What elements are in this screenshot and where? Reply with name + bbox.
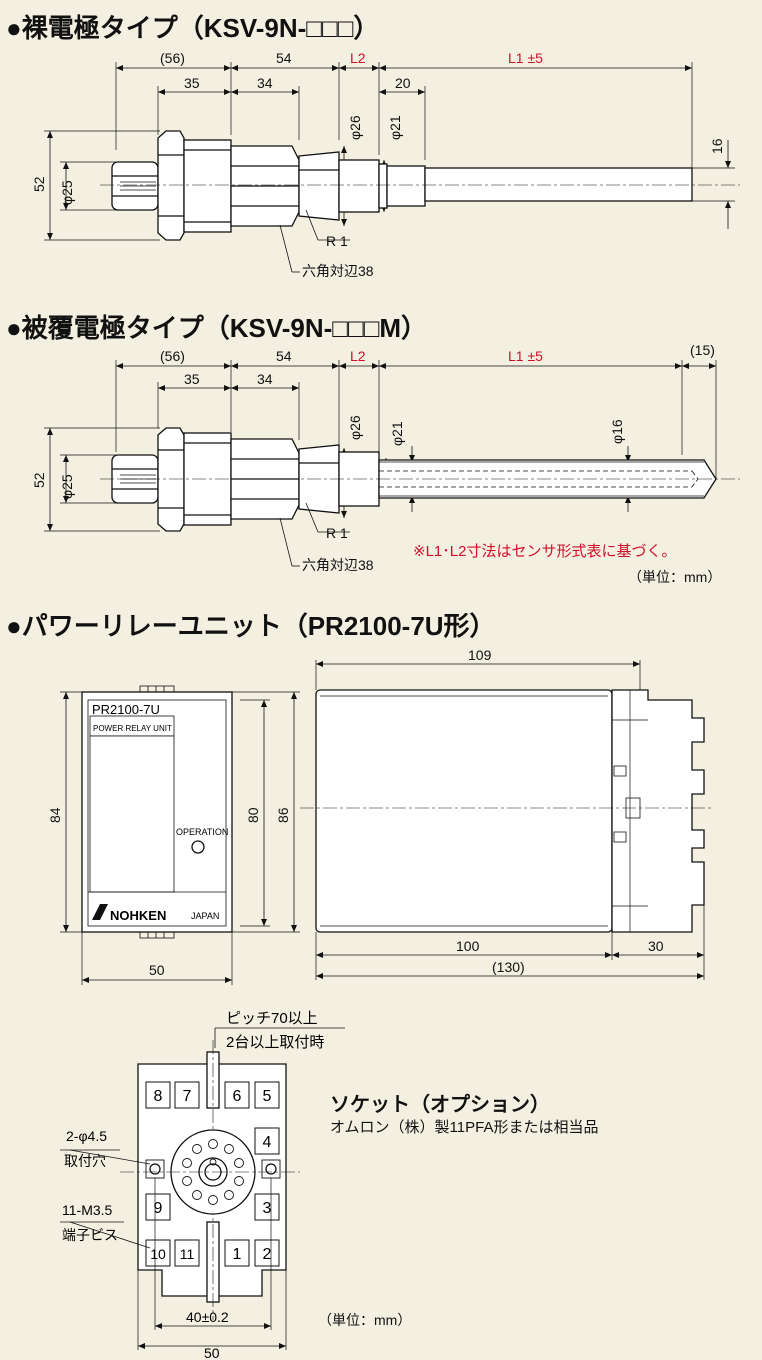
socket-pitch-label: ピッチ70以上 bbox=[226, 1010, 318, 1027]
socket-dim-50: 50 bbox=[204, 1345, 220, 1360]
unit-label-bottom: （単位：mm） bbox=[318, 1312, 412, 1328]
socket-dimension-labels: ピッチ70以上 2台以上取付時 2-φ4.5 取付穴 11-M3.5 端子ビス … bbox=[62, 1010, 324, 1360]
relay-dim-50: 50 bbox=[149, 962, 165, 978]
socket-terminal-3: 3 bbox=[263, 1200, 272, 1217]
socket-description: オムロン（株）製11PFA形または相当品 bbox=[330, 1119, 599, 1136]
bare-dim-phi21: φ21 bbox=[387, 115, 403, 140]
socket-title: ソケット（オプション） bbox=[330, 1094, 550, 1116]
relay-dim-30: 30 bbox=[648, 938, 664, 954]
coated-dim-phi21: φ21 bbox=[389, 421, 405, 446]
relay-dim-80: 80 bbox=[245, 807, 261, 823]
relay-operation-label: OPERATION bbox=[176, 827, 228, 837]
bare-dimension-labels: (56) 54 L2 L1 ±5 35 34 20 52 φ25 φ26 φ21… bbox=[31, 50, 725, 279]
bare-electrode-drawing bbox=[44, 62, 740, 273]
bare-dim-52: 52 bbox=[31, 176, 47, 192]
socket-terminal-5: 5 bbox=[263, 1088, 272, 1105]
socket-pitch-note: 2台以上取付時 bbox=[226, 1034, 324, 1051]
bare-dim-r1: R 1 bbox=[326, 233, 348, 249]
relay-subtitle-label: POWER RELAY UNIT bbox=[93, 724, 172, 733]
relay-model-label: PR2100-7U bbox=[92, 702, 160, 717]
coated-dim-15: (15) bbox=[690, 342, 715, 358]
coated-dim-hex: 六角対辺38 bbox=[302, 557, 374, 573]
socket-screw-note: 端子ビス bbox=[62, 1227, 118, 1243]
coated-dim-35: 35 bbox=[184, 371, 200, 387]
socket-screw-label: 11-M3.5 bbox=[62, 1202, 113, 1218]
relay-front-labels: PR2100-7U POWER RELAY UNIT OPERATION NOH… bbox=[47, 702, 291, 978]
coated-electrode-title: ●被覆電極タイプ（KSV-9N-□□□M） bbox=[6, 313, 428, 343]
coated-dim-52: 52 bbox=[31, 472, 47, 488]
coated-dim-56: (56) bbox=[160, 348, 185, 364]
relay-brand-logo: NOHKEN bbox=[110, 908, 166, 923]
coated-dimension-labels: (56) 54 L2 L1 ±5 (15) 35 34 52 φ25 φ26 φ… bbox=[31, 342, 715, 573]
bare-dim-hex: 六角対辺38 bbox=[302, 263, 374, 279]
bare-dim-16: 16 bbox=[709, 138, 725, 154]
bare-dim-34: 34 bbox=[257, 75, 273, 91]
bare-dim-phi25: φ25 bbox=[59, 180, 75, 205]
coated-dim-l2: L2 bbox=[350, 348, 366, 364]
coated-dim-54: 54 bbox=[276, 348, 292, 364]
bare-dim-phi26: φ26 bbox=[347, 115, 363, 140]
coated-electrode-drawing bbox=[44, 360, 740, 567]
relay-dim-130: (130) bbox=[492, 959, 525, 975]
dimension-note: ※L1･L2寸法はセンサ形式表に基づく。 bbox=[413, 543, 677, 560]
socket-terminal-11: 11 bbox=[180, 1246, 195, 1262]
relay-side-labels: 109 100 30 (130) bbox=[456, 647, 664, 975]
coated-dim-phi16: φ16 bbox=[609, 419, 625, 444]
power-relay-title: ●パワーリレーユニット（PR2100-7U形） bbox=[6, 611, 496, 641]
coated-dim-l1: L1 ±5 bbox=[508, 348, 543, 364]
socket-hole-label: 2-φ4.5 bbox=[66, 1128, 107, 1144]
socket-drawing bbox=[60, 1027, 345, 1350]
relay-origin-label: JAPAN bbox=[191, 911, 219, 921]
bare-dim-l1: L1 ±5 bbox=[508, 50, 543, 66]
bare-dim-20: 20 bbox=[395, 75, 411, 91]
socket-terminal-2: 2 bbox=[263, 1246, 272, 1263]
bare-electrode-title: ●裸電極タイプ（KSV-9N-□□□） bbox=[6, 13, 380, 43]
unit-label-top: （単位：mm） bbox=[628, 569, 722, 585]
coated-dim-r1: R 1 bbox=[326, 525, 348, 541]
socket-dim-40: 40±0.2 bbox=[186, 1309, 229, 1325]
bare-dim-56: (56) bbox=[160, 50, 185, 66]
relay-dim-109: 109 bbox=[468, 647, 492, 663]
relay-dim-84: 84 bbox=[47, 807, 63, 823]
relay-dim-100: 100 bbox=[456, 938, 480, 954]
socket-terminal-10: 10 bbox=[150, 1246, 166, 1262]
relay-dim-86: 86 bbox=[275, 807, 291, 823]
socket-terminal-1: 1 bbox=[233, 1246, 242, 1263]
socket-terminal-labels: 8 7 6 5 4 3 2 1 11 10 9 bbox=[150, 1088, 271, 1263]
bare-dim-35: 35 bbox=[184, 75, 200, 91]
socket-terminal-8: 8 bbox=[154, 1088, 163, 1105]
bare-dim-l2: L2 bbox=[350, 50, 366, 66]
relay-side-view bbox=[300, 660, 712, 980]
bare-dim-54: 54 bbox=[276, 50, 292, 66]
coated-dim-34: 34 bbox=[257, 371, 273, 387]
socket-terminal-7: 7 bbox=[183, 1088, 192, 1105]
socket-terminal-6: 6 bbox=[233, 1088, 242, 1105]
coated-dim-phi25: φ25 bbox=[59, 474, 75, 499]
coated-dim-phi26: φ26 bbox=[347, 415, 363, 440]
socket-terminal-4: 4 bbox=[263, 1134, 272, 1151]
relay-front-view bbox=[60, 685, 300, 985]
socket-terminal-9: 9 bbox=[154, 1200, 163, 1217]
socket-hole-note: 取付穴 bbox=[64, 1153, 106, 1169]
